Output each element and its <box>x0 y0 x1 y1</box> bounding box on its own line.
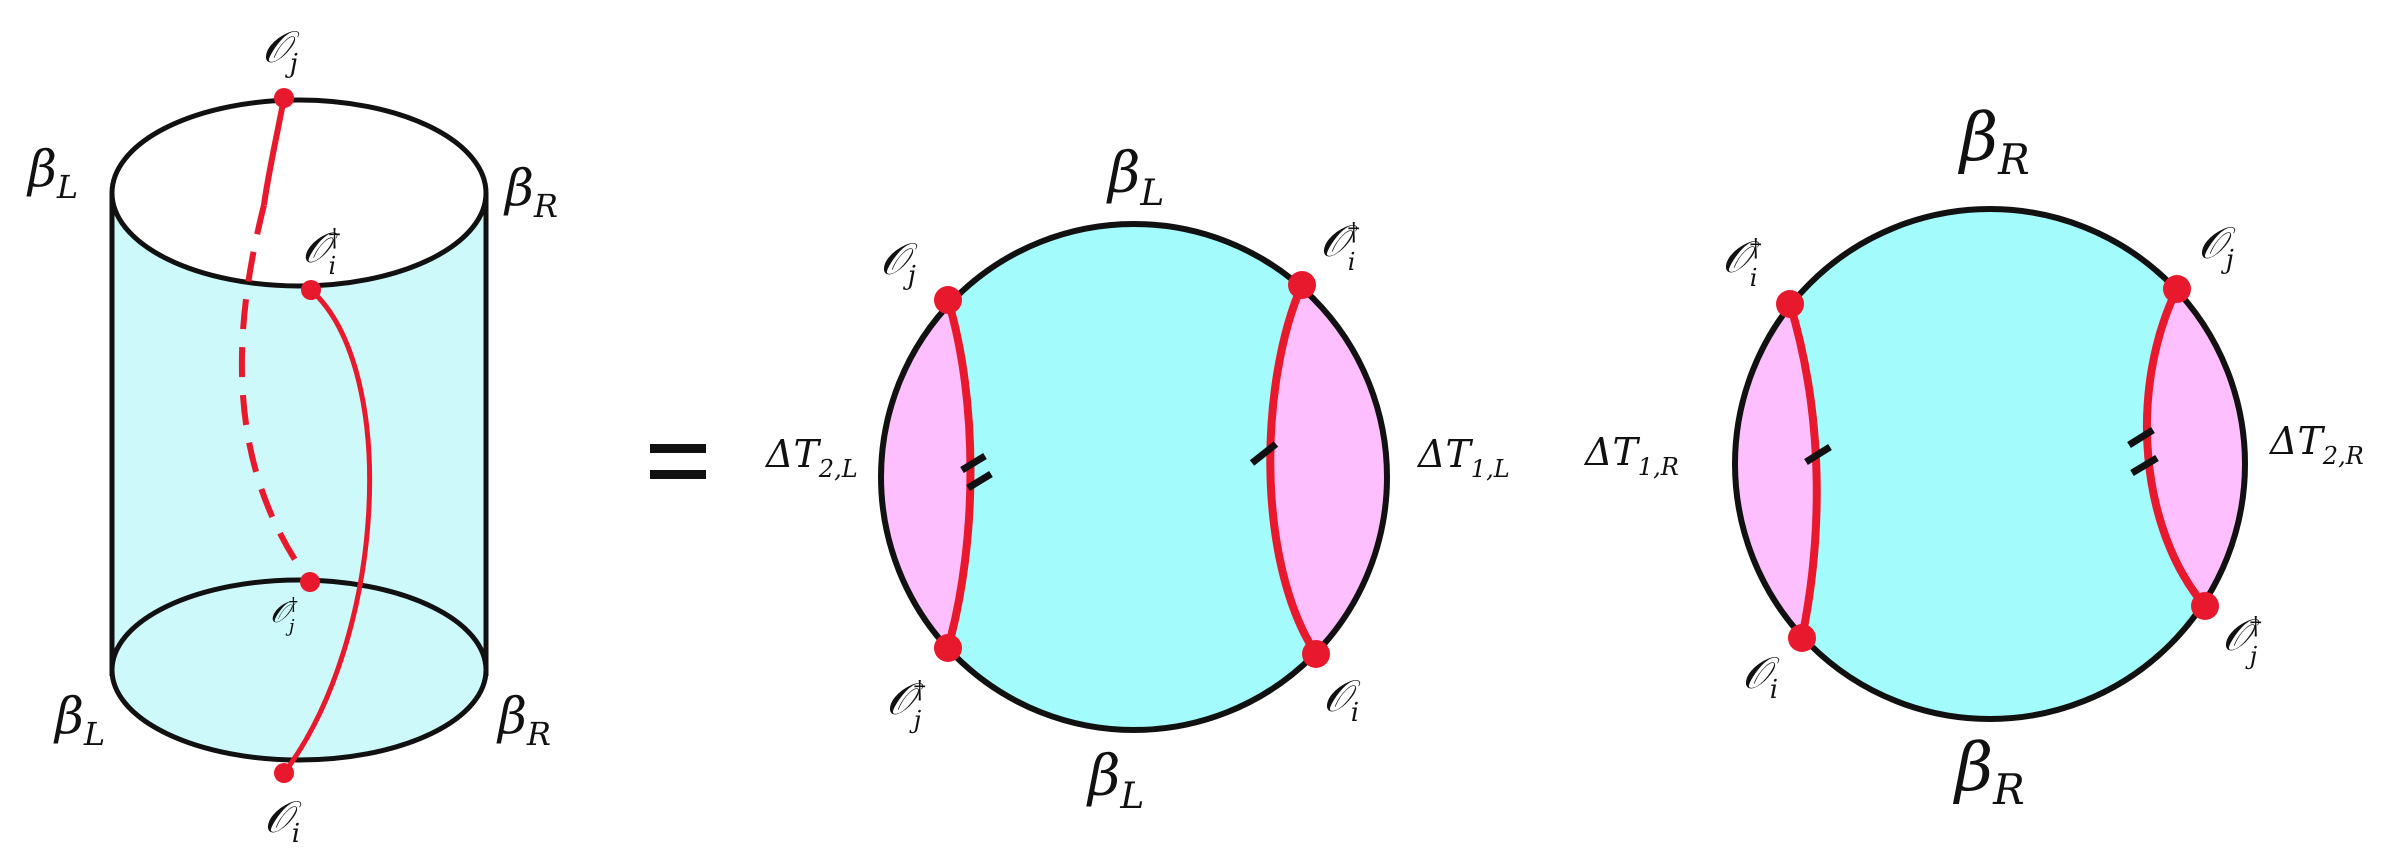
right-disk-geodesic-left <box>1786 302 1821 639</box>
left-disk: βL βL 𝒪j 𝒪†j 𝒪†i 𝒪i ΔT2,L ΔT1,L <box>764 141 1510 817</box>
label-deltaT-1R: ΔT1,R <box>1583 430 1679 481</box>
cylinder-bottom-rim-front <box>109 669 489 763</box>
operator-dot-Oj <box>2163 275 2191 303</box>
label-beta-R-bottom: βR <box>1952 729 2025 814</box>
label-Oi-bottom: 𝒪i <box>264 792 302 849</box>
tick-mark <box>1804 444 1832 465</box>
operator-dot-Oi-dagger <box>301 280 321 300</box>
right-disk-geodesic-right <box>2142 287 2209 609</box>
tick-mark <box>960 453 987 473</box>
tick-mark <box>1249 441 1279 466</box>
label-Oi-dagger: 𝒪†i <box>1320 216 1360 276</box>
operator-dot-Oi-dagger <box>1776 290 1804 318</box>
cylinder: 𝒪j 𝒪†i 𝒪†j 𝒪i βL βR βL βR <box>26 22 558 849</box>
cylinder-body <box>112 193 486 761</box>
label-beta-R-top: βR <box>1957 99 2030 184</box>
operator-dot-Oi <box>1302 640 1330 668</box>
left-disk-boundary <box>878 221 1390 733</box>
operator-dot-Oj-dagger <box>300 572 320 592</box>
label-Oi: 𝒪i <box>1742 648 1780 705</box>
tick-mark <box>966 471 993 491</box>
label-Oi-dagger: 𝒪†i <box>1722 232 1762 292</box>
label-beta-L-top: βL <box>1106 141 1164 214</box>
label-beta-L-bottom: βL <box>53 687 105 753</box>
left-disk-region <box>881 224 1387 730</box>
label-beta-R-bottom: βR <box>496 687 551 753</box>
label-Oj: 𝒪j <box>2198 218 2236 275</box>
label-Oj: 𝒪j <box>880 234 918 291</box>
label-Oj-dagger: 𝒪†j <box>886 674 926 734</box>
label-Oi-dagger-cyl: 𝒪†i <box>302 223 340 280</box>
label-beta-L-top: βL <box>26 140 78 206</box>
cylinder-top-rim <box>109 97 489 289</box>
operator-dot-Oj <box>934 286 962 314</box>
front-geodesic <box>282 288 373 775</box>
label-Oj-dagger-cyl: 𝒪†j <box>270 594 298 637</box>
tick-mark <box>2130 454 2159 477</box>
operator-dot-Oi <box>1788 624 1816 652</box>
left-disk-geodesic-right <box>1266 283 1320 657</box>
operator-dot-Oj-top <box>274 88 294 108</box>
left-disk-geodesic-left <box>944 298 975 650</box>
equals-sign <box>650 444 706 479</box>
operator-dot-Oi-bottom <box>274 763 294 783</box>
label-beta-L-bottom: βL <box>1086 744 1144 817</box>
operator-dot-Oi-dagger <box>1288 271 1316 299</box>
label-deltaT-1L: ΔT1,L <box>1416 432 1510 483</box>
operator-dot-Oj-dagger <box>2191 592 2219 620</box>
label-deltaT-2L: ΔT2,L <box>764 432 858 483</box>
right-disk-boundary <box>1732 206 2248 722</box>
back-geodesic-solid <box>261 97 287 206</box>
back-geodesic-dashed <box>238 204 313 584</box>
cylinder-bottom-rim-back <box>109 577 489 671</box>
tick-mark <box>2127 427 2155 448</box>
label-Oj-dagger: 𝒪†j <box>2222 610 2262 670</box>
operator-dot-Oj-dagger <box>934 634 962 662</box>
right-disk: βR βR 𝒪†i 𝒪i 𝒪j 𝒪†j ΔT1,R ΔT2,R <box>1583 99 2364 814</box>
right-disk-region <box>1735 209 2245 719</box>
label-Oi: 𝒪i <box>1323 671 1361 728</box>
label-deltaT-2R: ΔT2,R <box>2268 419 2364 470</box>
label-beta-R-top: βR <box>503 159 558 225</box>
label-Oj-top: 𝒪j <box>262 22 300 79</box>
